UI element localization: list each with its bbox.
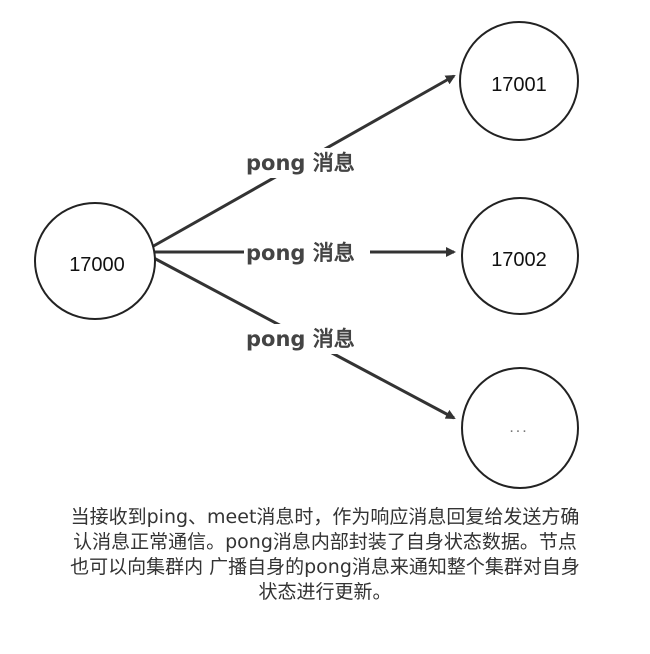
- edge-label-3: pong 消息: [246, 327, 355, 351]
- edge-label-2: pong 消息: [246, 241, 355, 265]
- node-17002-label: 17002: [491, 249, 547, 271]
- pong-broadcast-diagram: pong 消息 pong 消息 pong 消息 17000 17001 1700…: [34, 21, 579, 489]
- node-more-label: ...: [509, 419, 528, 436]
- node-17001-label: 17001: [491, 74, 547, 96]
- diagram-caption: 当接收到ping、meet消息时，作为响应消息回复给发送方确 认消息正常通信。p…: [70, 506, 580, 603]
- edge-label-1: pong 消息: [246, 151, 355, 175]
- node-17000-label: 17000: [69, 254, 125, 276]
- node-17001: [459, 21, 579, 141]
- node-17002: [461, 197, 579, 315]
- node-more: [461, 367, 579, 489]
- node-17000: [34, 202, 156, 320]
